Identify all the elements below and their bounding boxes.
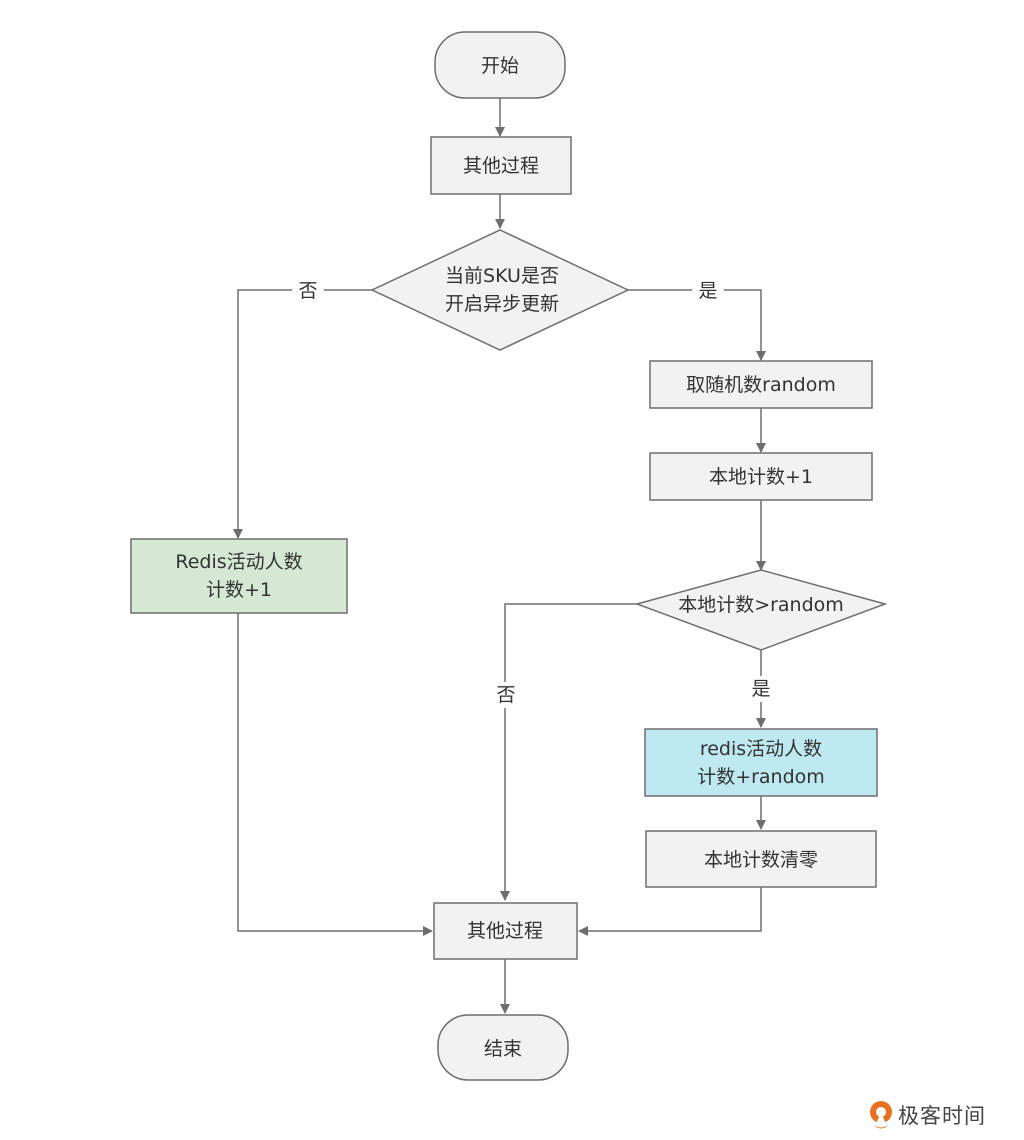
node-other-process-2: 其他过程: [433, 902, 578, 960]
node-decision-async-update: 当前SKU是否 开启异步更新: [370, 229, 630, 351]
node-other-process-2-label: 其他过程: [467, 920, 543, 942]
edge-label-bg: [292, 278, 324, 302]
edge-label-d2-yes: 是: [751, 678, 770, 700]
node-redis-inc-1-line-2: 计数+1: [206, 579, 272, 601]
edge-decision1-no: [233, 289, 372, 539]
geektime-logo-icon: [870, 1101, 892, 1129]
node-start-label: 开始: [481, 55, 519, 77]
edge-label-d1-yes: 是: [698, 280, 717, 302]
node-end: 结束: [437, 1014, 569, 1081]
node-get-random: 取随机数random: [649, 360, 873, 409]
node-decision-2-label: 本地计数>random: [678, 594, 844, 616]
edge-label-bg: [745, 676, 777, 702]
node-redis-count-inc-1: Redis活动人数 计数+1: [130, 538, 348, 614]
edge-reset-to-other2: [578, 887, 762, 936]
edge-label-d2-no: 否: [496, 684, 515, 706]
node-redis-inc-random-line-1: redis活动人数: [700, 738, 822, 760]
node-end-label: 结束: [484, 1038, 522, 1060]
node-local-count-inc-label: 本地计数+1: [709, 466, 813, 488]
node-other-process-1: 其他过程: [430, 136, 572, 195]
node-decision-1-line-1: 当前SKU是否: [445, 265, 559, 287]
geektime-logo: 极客时间: [868, 1100, 986, 1130]
node-redis-count-inc-random: redis活动人数 计数+random: [644, 728, 878, 797]
edge-label-bg: [692, 278, 724, 302]
node-redis-inc-random-line-2: 计数+random: [697, 766, 825, 788]
node-local-count-reset: 本地计数清零: [645, 830, 877, 888]
node-local-count-inc: 本地计数+1: [649, 452, 873, 501]
edge-decision2-no: [500, 603, 637, 901]
geektime-logo-text: 极客时间: [898, 1104, 986, 1128]
node-decision-local-gt-random: 本地计数>random: [634, 569, 888, 651]
edge-redis1-to-other2: [237, 613, 433, 936]
node-other-process-1-label: 其他过程: [463, 155, 539, 177]
node-get-random-label: 取随机数random: [686, 374, 836, 396]
edge-decision1-yes: [628, 289, 766, 361]
node-local-count-reset-label: 本地计数清零: [704, 849, 818, 871]
edge-label-bg: [490, 682, 522, 708]
edge-label-d1-no: 否: [298, 280, 317, 302]
node-start: 开始: [434, 31, 566, 99]
node-decision-1-line-2: 开启异步更新: [445, 293, 559, 315]
node-redis-inc-1-line-1: Redis活动人数: [175, 551, 302, 573]
